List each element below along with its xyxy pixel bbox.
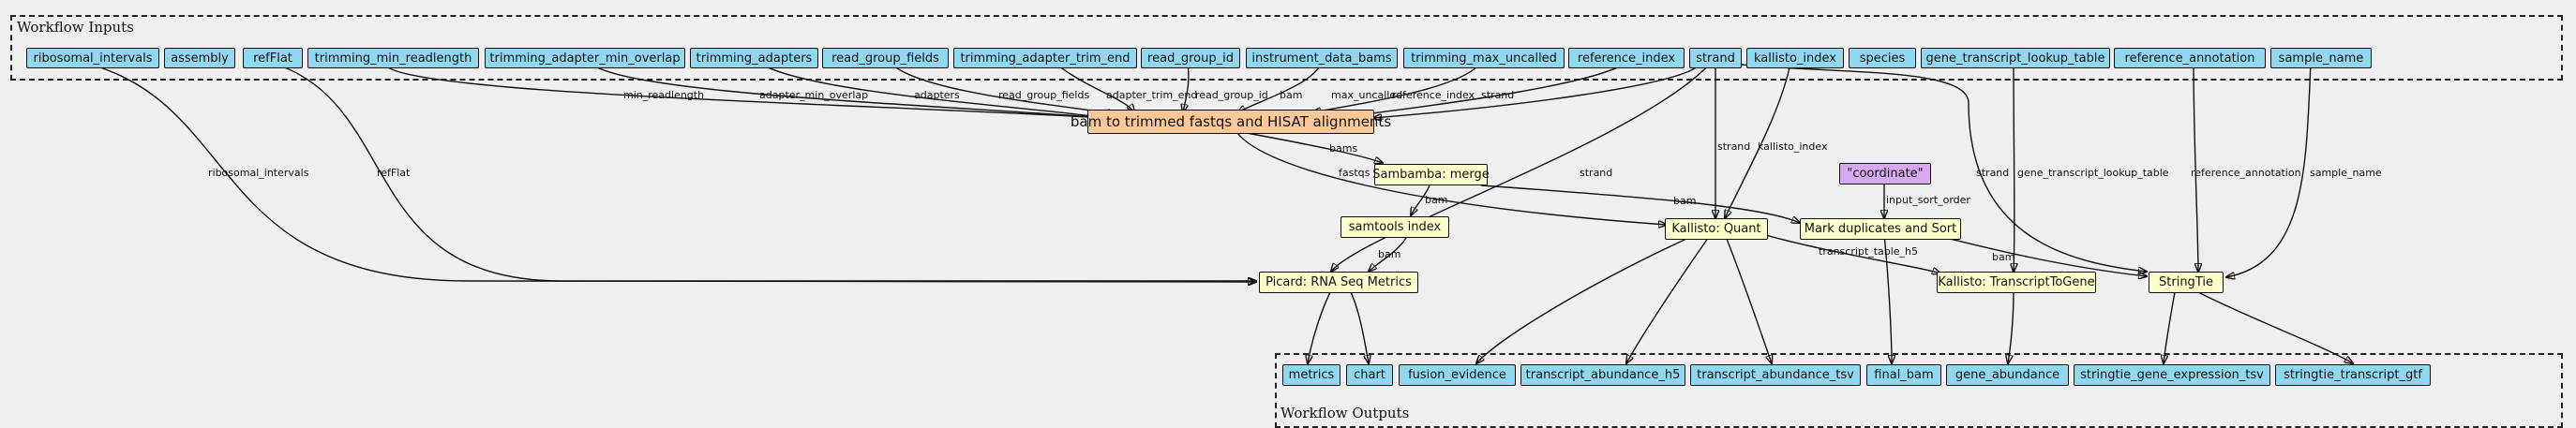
input-trimming-max-uncalled[interactable]: trimming_max_uncalled [1403,48,1565,68]
edge-fastqs [1236,132,1667,225]
edge-bam-instrument [1237,62,1323,112]
label-sample-name: sample_name [2310,167,2382,179]
label-reference-index: reference_index [1392,89,1475,101]
label-bams: bams [1329,142,1357,155]
label-bam-stringtie: bam [1992,251,2014,263]
label-input-sort-order: input_sort_order [1886,194,1970,206]
label-reference-annotation: reference_annotation [2191,167,2301,179]
edge-reference-index [1364,62,1627,114]
input-trimming-adapters[interactable]: trimming_adapters [690,48,818,68]
step-samtools-index[interactable]: samtools index [1340,216,1449,238]
edge-transcript-table-h5 [1761,233,1940,273]
workflow-diagram: Workflow Inputs Workflow Outputs [10,15,2563,428]
input-read-group-id[interactable]: read_group_id [1141,48,1240,68]
edge-adapter-trim-end [1054,62,1134,112]
input-kallisto-index[interactable]: kallisto_index [1746,48,1844,68]
step-kallisto-quant[interactable]: Kallisto: Quant [1665,218,1768,240]
output-fusion-evidence[interactable]: fusion_evidence [1399,364,1516,386]
label-min-readlength: min_readlength [623,89,704,101]
edge-max-uncalled [1312,62,1482,112]
input-instrument-data-bams[interactable]: instrument_data_bams [1246,48,1398,68]
label-max-uncalled: max_uncalled [1331,89,1402,101]
input-ribosomal-intervals[interactable]: ribosomal_intervals [26,48,159,68]
edge-markdup-finalbam [1883,233,1892,363]
input-species[interactable]: species [1849,48,1916,68]
label-kallisto-index: kallisto_index [1758,140,1828,153]
label-strand-stringtie: strand [1976,167,2009,179]
edge-kq-fusion [1476,233,1698,363]
edge-markdup-stringtie [1930,233,2147,276]
step-bam-to-trimmed-fastqs[interactable]: bam to trimmed fastqs and HISAT alignmen… [1071,110,1391,134]
output-transcript-abundance-tsv[interactable]: transcript_abundance_tsv [1690,364,1861,386]
workflow-inputs-cluster [10,15,2563,81]
edge-strand-stringtie [1724,62,2147,272]
output-stringtie-transcript-gtf[interactable]: stringtie_transcript_gtf [2275,364,2431,386]
label-read-group-id: read_group_id [1195,89,1268,101]
input-assembly[interactable]: assembly [164,48,235,68]
edge-strand-main [1373,62,1702,118]
input-sample-name[interactable]: sample_name [2270,48,2372,68]
step-kallisto-transcript-to-gene[interactable]: Kallisto: TranscriptToGene [1937,272,2096,293]
output-stringtie-gene-expression-tsv[interactable]: stringtie_gene_expression_tsv [2074,364,2270,386]
edge-kq-tsv [1724,233,1772,363]
edge-refflat [271,62,1256,281]
edge-bams [1246,132,1383,163]
edge-picard-chart [1349,289,1369,363]
label-strand-kallisto: strand [1717,140,1750,153]
step-stringtie[interactable]: StringTie [2149,272,2224,293]
label-adapters: adapters [914,89,960,101]
label-ribosomal-intervals: ribosomal_intervals [208,167,309,179]
label-bam-samtools: bam [1425,194,1447,206]
label-adapter-min-overlap: adapter_min_overlap [759,89,868,101]
edge-adapter-min-overlap [590,62,1106,118]
step-sambamba-merge[interactable]: Sambamba: merge [1372,164,1490,185]
edge-min-readlength [383,62,1106,118]
output-metrics[interactable]: metrics [1282,364,1340,386]
step-mark-duplicates[interactable]: Mark duplicates and Sort [1800,218,1961,240]
edge-stringtie-gtf [2197,291,2353,363]
edge-stringtie-gene [2164,291,2176,363]
label-bam-instrument: bam [1280,89,1302,101]
label-bam-picard: bam [1378,248,1400,260]
edge-kq-h5 [1626,233,1712,363]
input-reference-index[interactable]: reference_index [1568,48,1685,68]
edge-adapters [758,62,1106,118]
edge-t2g-gene-abundance [2008,291,2014,363]
input-trimming-min-readlength[interactable]: trimming_min_readlength [307,48,479,68]
edge-samtools-bam [1369,237,1407,272]
edge-layer: min_readlength adapter_min_overlap adapt… [83,62,2382,413]
edge-reference-annotation [2193,62,2198,272]
input-read-group-fields[interactable]: read_group_fields [822,48,949,68]
label-adapter-trim-end: adapter_trim_end [1106,89,1197,101]
step-coordinate[interactable]: "coordinate" [1839,163,1931,184]
edge-picard-metrics [1308,289,1332,363]
input-trimming-adapter-trim-end[interactable]: trimming_adapter_trim_end [953,48,1137,68]
workflow-inputs-label: Workflow Inputs [17,19,134,36]
edge-strand-picard [1331,62,1712,272]
output-transcript-abundance-h5[interactable]: transcript_abundance_h5 [1520,364,1685,386]
step-picard-rna-seq-metrics[interactable]: Picard: RNA Seq Metrics [1259,272,1418,293]
label-transcript-table-h5: transcript_table_h5 [1819,245,1918,258]
label-bam-markdup: bam [1673,195,1696,207]
input-reference-annotation[interactable]: reference_annotation [2114,48,2266,68]
label-gene-transcript-lookup: gene_transcript_lookup_table [2017,167,2169,179]
edge-kallisto-index [1725,62,1791,218]
label-fastqs: fastqs [1339,167,1370,179]
label-read-group-fields: read_group_fields [998,89,1089,101]
output-chart[interactable]: chart [1346,364,1393,386]
input-refflat[interactable]: refFlat [243,48,303,68]
output-gene-abundance[interactable]: gene_abundance [1946,364,2069,386]
label-strand-main: strand [1481,89,1514,101]
input-strand[interactable]: strand [1689,48,1742,68]
edge-read-group-id [1183,62,1190,112]
edge-bam-to-samtools [1411,184,1430,215]
output-final-bam[interactable]: final_bam [1866,364,1941,386]
label-refflat: refFlat [377,167,411,179]
edge-bam-to-markdup [1480,184,1800,223]
edge-sample-name [2226,62,2312,277]
label-strand-picard: strand [1580,167,1612,179]
input-gene-transcript-lookup-table[interactable]: gene_transcript_lookup_table [1921,48,2110,68]
input-trimming-adapter-min-overlap[interactable]: trimming_adapter_min_overlap [485,48,685,68]
